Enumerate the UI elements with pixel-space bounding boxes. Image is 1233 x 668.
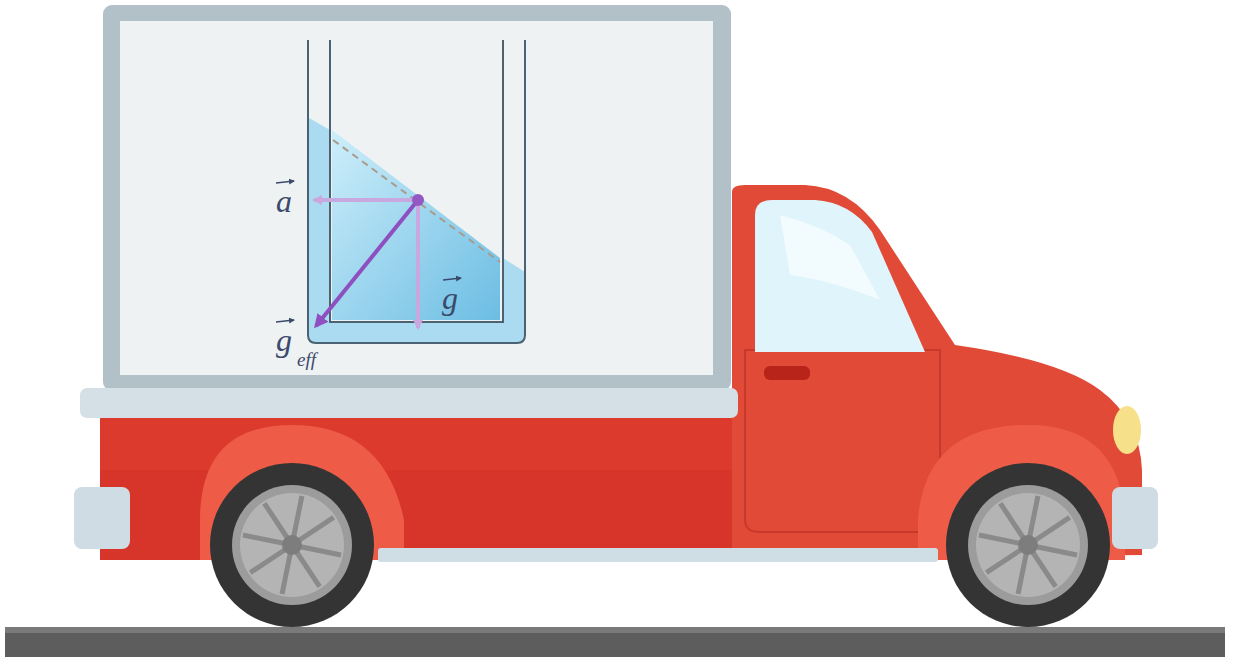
rim-inner: [976, 493, 1080, 597]
side-skirt: [378, 548, 938, 562]
point: [412, 194, 424, 206]
vector-mark: [276, 181, 294, 183]
front-bumper: [1112, 487, 1158, 549]
headlight: [1113, 406, 1141, 454]
subscript: eff: [297, 350, 316, 369]
vector-label: g: [276, 324, 292, 356]
container: [308, 40, 525, 343]
vector-label: g: [442, 282, 458, 314]
cab-window: [755, 200, 925, 352]
vector-a: [314, 198, 418, 202]
hub: [1018, 535, 1038, 555]
rim-inner: [240, 493, 344, 597]
rim: [968, 485, 1088, 605]
wheels: [210, 463, 1110, 627]
tire: [210, 463, 374, 627]
road: [5, 627, 1225, 657]
vector-geff: [316, 200, 418, 326]
truck-body: [100, 410, 742, 560]
rear-bumper: [74, 487, 130, 549]
door-handle: [764, 366, 810, 380]
cargo-box: [103, 5, 731, 391]
vector-mark: [443, 278, 461, 280]
vector-mark: [276, 320, 294, 322]
hub: [282, 535, 302, 555]
vector-label: a: [276, 185, 292, 217]
tire: [946, 463, 1110, 627]
rim: [232, 485, 352, 605]
platform: [80, 388, 738, 418]
vector-g: [416, 200, 420, 328]
